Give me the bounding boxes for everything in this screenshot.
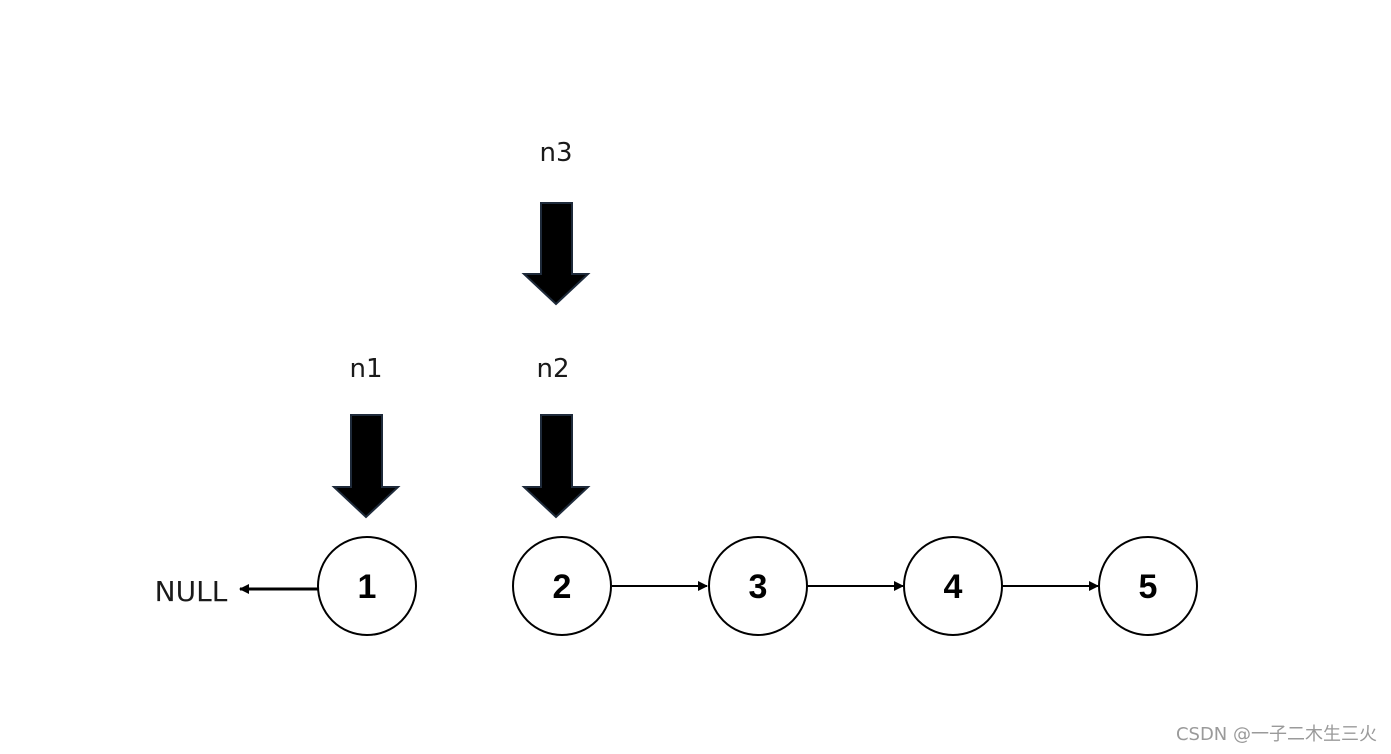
node-label-2: 2	[553, 568, 572, 606]
null-label: NULL	[155, 575, 228, 608]
list-node-5: 5	[1098, 536, 1198, 636]
pointer-label-n2: n2	[536, 354, 569, 384]
pointer-label-n1: n1	[349, 354, 382, 384]
pointer-arrow-n1	[331, 414, 401, 519]
node-label-1: 1	[358, 568, 377, 606]
list-node-3: 3	[708, 536, 808, 636]
watermark-text: CSDN @一子二木生三火	[1175, 724, 1377, 745]
pointer-arrow-n3	[521, 202, 591, 306]
pointer-label-n3: n3	[539, 138, 572, 168]
node-label-3: 3	[749, 568, 768, 606]
node-label-5: 5	[1139, 568, 1158, 606]
pointer-arrow-n2	[521, 414, 591, 519]
node-label-4: 4	[944, 568, 963, 606]
list-node-1: 1	[317, 536, 417, 636]
list-node-4: 4	[903, 536, 1003, 636]
list-node-2: 2	[512, 536, 612, 636]
